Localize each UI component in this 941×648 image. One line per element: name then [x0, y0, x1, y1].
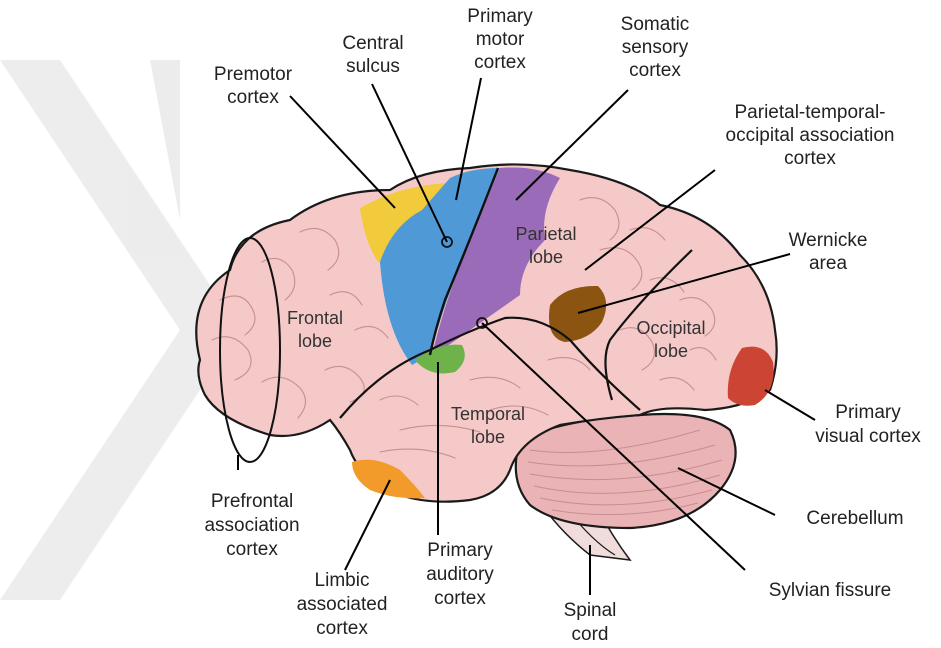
label-primary-motor-1: Primary [467, 6, 533, 27]
label-primary-motor: Primary motor cortex [467, 6, 533, 73]
label-somatic: Somatic sensory cortex [621, 14, 690, 81]
label-prefrontal: Prefrontal association cortex [204, 491, 299, 560]
label-central-1: Central [342, 33, 403, 54]
label-primary-auditory-1: Primary [427, 540, 493, 561]
lobe-occipital-1: Occipital [636, 318, 705, 338]
lobe-frontal-2: lobe [298, 331, 332, 351]
label-prefrontal-3: cortex [226, 539, 278, 560]
label-primary-visual-2: visual cortex [815, 426, 921, 447]
lobe-temporal-2: lobe [471, 427, 505, 447]
label-cerebellum: Cerebellum [806, 508, 903, 529]
label-primary-motor-3: cortex [474, 52, 526, 73]
lobe-parietal-1: Parietal [515, 224, 576, 244]
label-limbic-2: associated [297, 594, 388, 615]
label-primary-auditory-2: auditory [426, 564, 494, 585]
label-prefrontal-2: association [204, 515, 299, 536]
label-spinal-1: Spinal [564, 600, 617, 621]
label-primary-visual-1: Primary [835, 402, 901, 423]
label-ptoa-2: occipital association [726, 125, 895, 146]
label-limbic-3: cortex [316, 618, 368, 639]
label-sylvian: Sylvian fissure [769, 580, 892, 601]
label-ptoa: Parietal-temporal- occipital association… [726, 102, 895, 169]
label-wernicke: Wernicke area [789, 230, 868, 274]
label-sylvian-1: Sylvian fissure [769, 580, 892, 601]
label-primary-visual: Primary visual cortex [815, 402, 921, 447]
label-wernicke-1: Wernicke [789, 230, 868, 251]
label-spinal-2: cord [572, 624, 609, 645]
label-prefrontal-1: Prefrontal [211, 491, 293, 512]
label-primary-auditory-3: cortex [434, 588, 486, 609]
label-central: Central sulcus [342, 33, 403, 77]
label-central-2: sulcus [346, 56, 400, 77]
label-spinal: Spinal cord [564, 600, 617, 645]
label-primary-motor-2: motor [476, 29, 525, 50]
label-somatic-2: sensory [622, 37, 689, 58]
label-primary-auditory: Primary auditory cortex [426, 540, 494, 609]
label-limbic-1: Limbic [315, 570, 370, 591]
label-somatic-3: cortex [629, 60, 681, 81]
label-premotor-2: cortex [227, 87, 279, 108]
label-ptoa-1: Parietal-temporal- [735, 102, 886, 123]
label-premotor-1: Premotor [214, 64, 293, 85]
label-limbic: Limbic associated cortex [297, 570, 388, 639]
label-ptoa-3: cortex [784, 148, 836, 169]
label-wernicke-2: area [809, 253, 847, 274]
lobe-occipital-2: lobe [654, 341, 688, 361]
lobe-temporal-1: Temporal [451, 404, 525, 424]
lobe-parietal-2: lobe [529, 247, 563, 267]
lobe-frontal-1: Frontal [287, 308, 343, 328]
label-somatic-1: Somatic [621, 14, 690, 35]
label-premotor: Premotor cortex [214, 64, 293, 108]
cerebellum [516, 414, 736, 528]
label-cerebellum-1: Cerebellum [806, 508, 903, 529]
